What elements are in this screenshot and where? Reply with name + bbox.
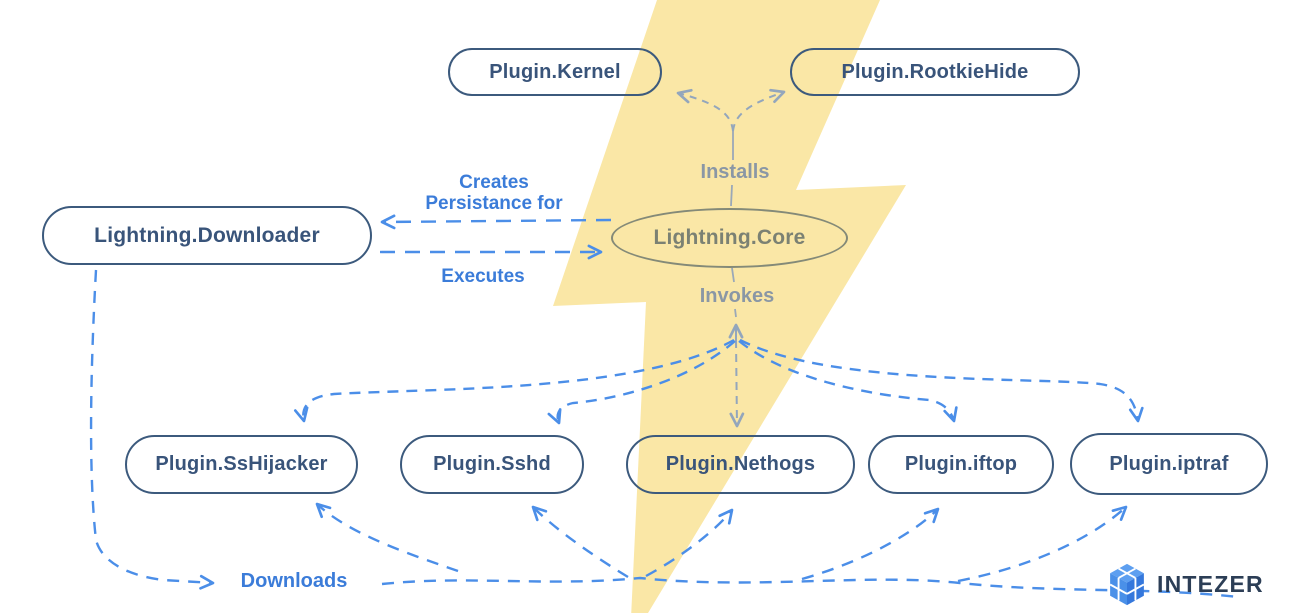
node-plugin-nethogs: Plugin.Nethogs <box>626 435 855 494</box>
node-lightning-downloader: Lightning.Downloader <box>42 206 372 265</box>
edge-downloads-trunk <box>381 576 1239 599</box>
node-lightning-core: Lightning.Core <box>611 208 848 268</box>
cube-icon <box>1109 563 1145 606</box>
label-invokes: Invokes <box>699 285 775 307</box>
edge-creates-persistence <box>380 214 612 230</box>
edge-invokes-nethogs <box>729 339 745 428</box>
edge-downloads-stem <box>89 269 215 590</box>
edge-installs-kernel <box>676 88 734 132</box>
edge-installs-rootkiehide <box>732 88 786 132</box>
edge-invokes-iptraf <box>739 338 1144 423</box>
label-downloads: Downloads <box>240 570 348 592</box>
node-plugin-iftop: Plugin.iftop <box>868 435 1054 494</box>
node-plugin-rootkiehide: Plugin.RootkieHide <box>790 48 1080 96</box>
label-creates-persistence: Creates Persistance for <box>425 172 563 215</box>
node-plugin-kernel: Plugin.Kernel <box>448 48 662 96</box>
intezer-logo: INTEZER <box>1106 562 1264 607</box>
label-executes: Executes <box>441 266 525 287</box>
label-installs: Installs <box>700 161 770 183</box>
edge-invokes-sshijacker <box>293 338 735 423</box>
edge-downloads-sshd <box>531 505 629 579</box>
intezer-logo-text: INTEZER <box>1157 571 1264 597</box>
edge-installs-stem <box>730 131 734 207</box>
node-plugin-iptraf: Plugin.iptraf <box>1070 433 1268 495</box>
node-plugin-sshijacker: Plugin.SsHijacker <box>125 435 358 494</box>
node-plugin-sshd: Plugin.Sshd <box>400 435 584 494</box>
edge-downloads-iptraf <box>957 505 1128 583</box>
edge-downloads-nethogs <box>645 508 734 578</box>
edge-invokes-sshd <box>547 340 736 425</box>
edge-downloads-iftop <box>801 507 940 581</box>
edge-invokes-iftop <box>738 340 958 423</box>
edge-downloads-sshijacker <box>315 502 459 573</box>
edge-invokes-stem <box>731 267 737 318</box>
